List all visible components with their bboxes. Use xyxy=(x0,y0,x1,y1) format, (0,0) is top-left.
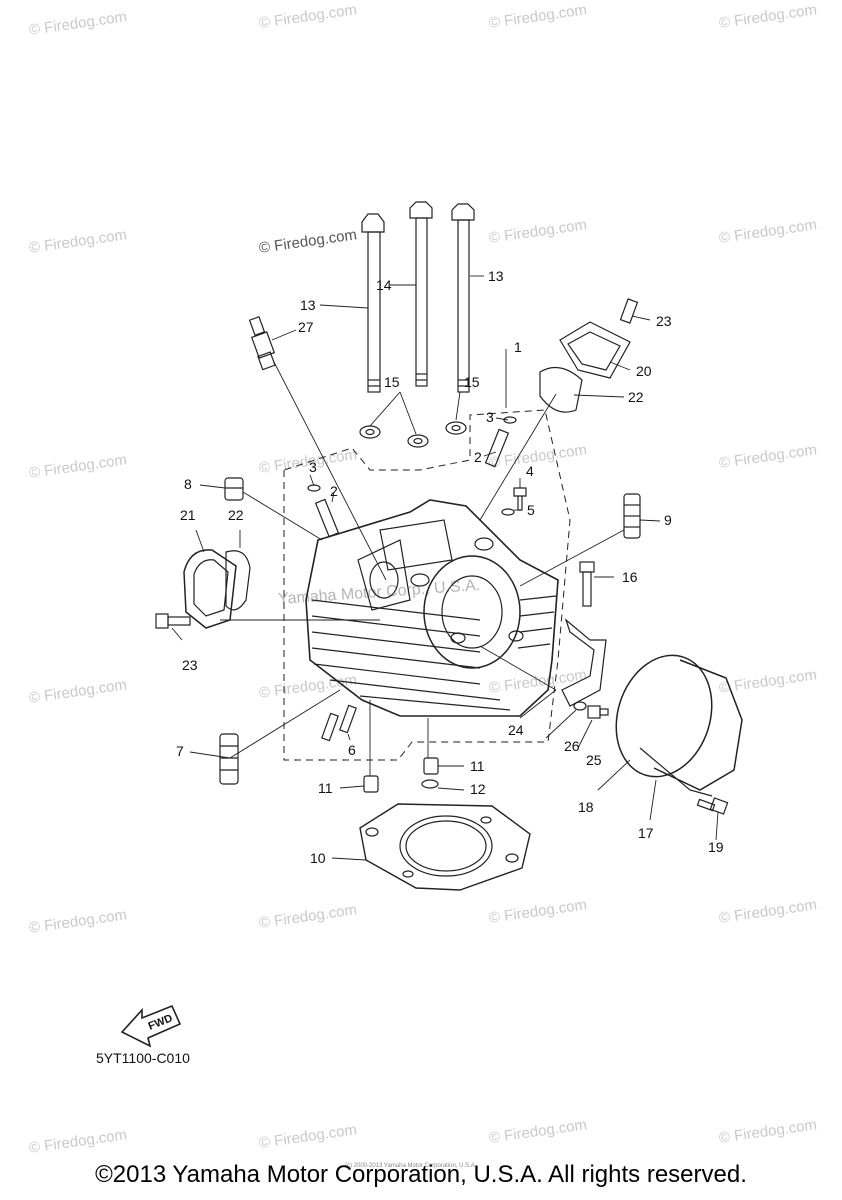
part-code: 5YT1100-C010 xyxy=(96,1050,190,1066)
bolt-25 xyxy=(587,705,609,719)
callout-4: 4 xyxy=(526,463,534,479)
leader-lines xyxy=(171,275,719,861)
head-gasket-10 xyxy=(359,803,531,891)
callout-19: 19 xyxy=(708,839,724,855)
washer-15 xyxy=(407,434,429,448)
head-bolt-13-left xyxy=(361,213,385,393)
callout-14: 14 xyxy=(376,277,392,293)
callout-3: 3 xyxy=(309,459,317,475)
callout-21: 21 xyxy=(180,507,196,523)
callout-11: 11 xyxy=(470,758,485,774)
assembly-boundary-dashed xyxy=(283,409,571,761)
callout-7: 7 xyxy=(176,743,184,759)
dowel-11-left xyxy=(363,775,379,793)
dowel-11-right xyxy=(423,757,439,775)
callout-5: 5 xyxy=(527,502,535,518)
callout-25: 25 xyxy=(586,752,602,768)
callout-3: 3 xyxy=(486,409,494,425)
collar-7 xyxy=(219,733,239,785)
callout-11: 11 xyxy=(318,780,333,796)
callout-15: 15 xyxy=(384,374,400,390)
o-ring-12 xyxy=(421,779,439,789)
callout-9: 9 xyxy=(664,512,672,528)
valve-guide-2 xyxy=(484,428,510,468)
dowel-8 xyxy=(224,477,244,501)
bolt-19 xyxy=(696,797,729,815)
head-bolt-13-right xyxy=(451,203,475,393)
callout-6: 6 xyxy=(348,742,356,758)
callout-labels: 1 2 2 3 3 4 5 6 7 8 9 10 11 11 12 13 13 … xyxy=(176,268,724,866)
washer-15 xyxy=(359,425,381,439)
side-cover-21 xyxy=(183,549,237,629)
callout-13: 13 xyxy=(488,268,504,284)
callout-15: 15 xyxy=(464,374,480,390)
callout-13: 13 xyxy=(300,297,316,313)
callout-18: 18 xyxy=(578,799,594,815)
callout-8: 8 xyxy=(184,476,192,492)
collar-9 xyxy=(623,493,641,539)
washer-26 xyxy=(573,701,587,711)
callout-2: 2 xyxy=(330,483,338,499)
callout-20: 20 xyxy=(636,363,652,379)
cylinder-head-cover-18 xyxy=(615,654,743,797)
callout-22: 22 xyxy=(228,507,244,523)
copyright-notice: ©2013 Yamaha Motor Corporation, U.S.A. A… xyxy=(95,1161,747,1188)
intake-cover-20 xyxy=(559,298,639,379)
bolt-23-left xyxy=(155,613,191,629)
stud-6 xyxy=(339,704,357,734)
valve-guide-2-left xyxy=(314,498,340,538)
callout-23: 23 xyxy=(182,657,198,673)
gasket-22-top xyxy=(539,366,583,413)
callout-12: 12 xyxy=(470,781,486,797)
callout-16: 16 xyxy=(622,569,638,585)
cylinder-head-body xyxy=(305,499,559,717)
callout-23: 23 xyxy=(656,313,672,329)
callout-26: 26 xyxy=(564,738,580,754)
gasket-24 xyxy=(561,618,607,707)
callout-27: 27 xyxy=(298,319,314,335)
callout-10: 10 xyxy=(310,850,326,866)
callout-17: 17 xyxy=(638,825,654,841)
bolt-4 xyxy=(513,487,527,511)
fine-print: (c) 2000-2013 Yamaha Motor Corporation, … xyxy=(345,1163,477,1169)
callout-24: 24 xyxy=(508,722,524,738)
callout-22: 22 xyxy=(628,389,644,405)
callout-1: 1 xyxy=(514,339,522,355)
stud-6 xyxy=(321,712,339,742)
stud-bolt-14 xyxy=(409,201,433,387)
gasket-22-left xyxy=(225,550,251,611)
washer-5 xyxy=(501,508,515,516)
clip-3 xyxy=(503,416,517,424)
spark-plug-27 xyxy=(248,316,276,371)
callout-2: 2 xyxy=(474,449,482,465)
fwd-arrow-icon: FWD xyxy=(120,1004,182,1048)
bolt-16 xyxy=(579,561,595,607)
washer-15 xyxy=(445,421,467,435)
